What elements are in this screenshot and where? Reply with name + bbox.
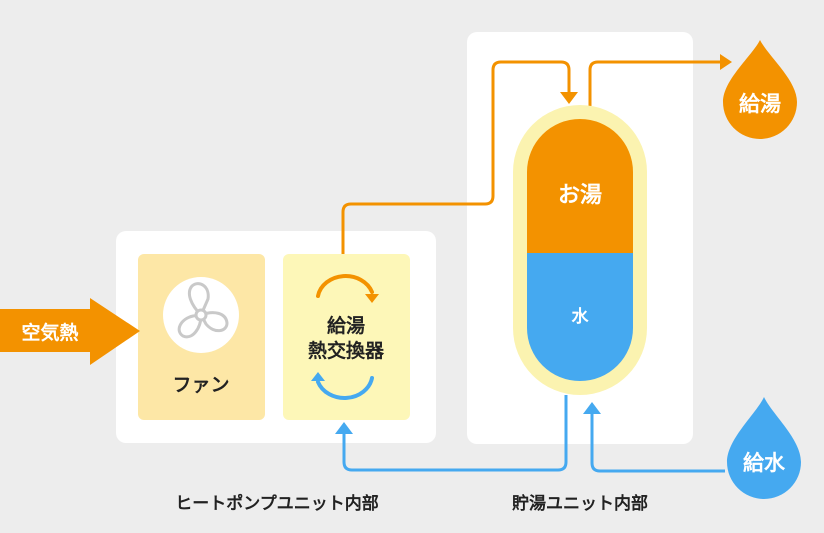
fan-label: ファン bbox=[172, 374, 229, 396]
storage-tank bbox=[513, 105, 647, 395]
circular-arrow-clockwise-icon bbox=[316, 274, 379, 303]
hot-water-supply-label: 給湯 bbox=[739, 92, 781, 116]
hot-pipe-arrowhead bbox=[560, 92, 578, 104]
hot-supply-pipe bbox=[588, 60, 720, 108]
water-drop-icon bbox=[727, 397, 801, 499]
hot-supply-arrowhead bbox=[720, 54, 732, 70]
water-supply-label: 給水 bbox=[743, 451, 786, 475]
water-drop-icon bbox=[723, 40, 797, 139]
cold-return-pipe bbox=[342, 395, 568, 472]
hot-water-layer bbox=[527, 119, 633, 253]
water-label: 水 bbox=[572, 306, 590, 327]
cold-water-layer bbox=[527, 253, 633, 381]
heat-exchanger-label-line2: 熱交換器 bbox=[308, 339, 385, 362]
hot-water-pipe bbox=[341, 60, 571, 254]
cold-return-arrowhead bbox=[335, 422, 353, 434]
cold-supply-pipe bbox=[590, 414, 725, 473]
heat-exchanger-label-line1: 給湯 bbox=[327, 314, 365, 337]
air-heat-arrow bbox=[0, 298, 140, 365]
heat-pump-unit-caption: ヒートポンプユニット内部 bbox=[175, 493, 379, 514]
cold-supply-arrowhead bbox=[583, 402, 601, 414]
hot-water-label: お湯 bbox=[558, 183, 602, 208]
circular-arrow-counterclockwise-icon bbox=[311, 372, 374, 400]
storage-unit-caption: 貯湯ユニット内部 bbox=[512, 493, 648, 514]
air-heat-label: 空気熱 bbox=[21, 321, 78, 344]
heat-exchanger-box bbox=[283, 254, 410, 420]
fan-icon bbox=[163, 277, 239, 353]
